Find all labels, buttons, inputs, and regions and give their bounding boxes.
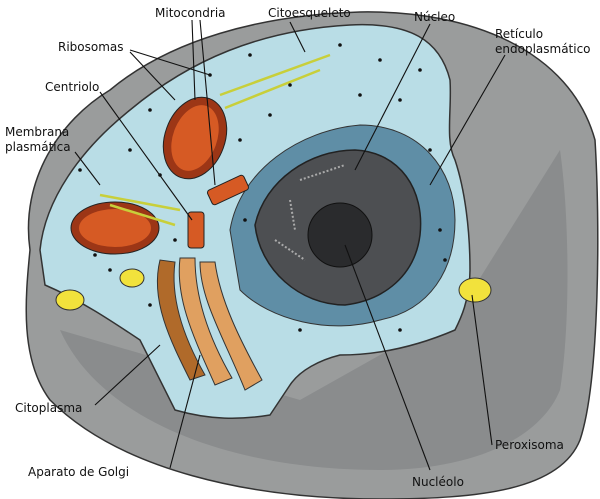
- label-nucleolus: Nucléolo: [412, 475, 464, 489]
- label-cytoplasm: Citoplasma: [15, 401, 82, 415]
- cytoskeleton-fibers: [99, 53, 331, 227]
- label-centriole: Centriolo: [45, 80, 99, 94]
- label-peroxisome: Peroxisoma: [495, 438, 564, 452]
- leader-ribosomes: [129, 49, 211, 101]
- chromatin: [274, 164, 346, 261]
- leader-mitochondria: [191, 19, 216, 186]
- leader-cytoplasm: [94, 344, 161, 406]
- peroxisome-3: [119, 268, 145, 288]
- centriole-1: [206, 174, 250, 206]
- label-golgi: Aparato de Golgi: [28, 465, 129, 479]
- leader-golgi: [169, 354, 201, 469]
- label-nucleus: Núcleo: [414, 10, 455, 24]
- label-ribosomes: Ribosomas: [58, 40, 124, 54]
- centriole-2: [187, 211, 205, 249]
- leader-cytoskeleton: [289, 21, 306, 53]
- peroxisome-2: [55, 289, 85, 311]
- leader-nucleus: [354, 23, 431, 171]
- golgi-apparatus: [156, 257, 263, 391]
- mitochondrion-2: [70, 201, 160, 255]
- label-er-line1: Retículo: [495, 27, 543, 41]
- mitochondrion-1: [162, 96, 228, 180]
- peroxisome-1: [458, 277, 492, 303]
- label-cytoskeleton: Citoesqueleto: [268, 6, 351, 20]
- label-er-line2: endoplasmático: [495, 42, 591, 56]
- leader-membrane: [74, 151, 101, 186]
- label-membrane-line1: Membrana: [5, 125, 69, 139]
- leader-nucleolus: [344, 244, 431, 471]
- leader-centriole: [99, 91, 193, 221]
- leader-peroxisome: [471, 294, 493, 446]
- label-mitochondria: Mitocondria: [155, 6, 226, 20]
- nucleolus: [307, 202, 373, 268]
- label-membrane-line2: plasmática: [5, 140, 71, 154]
- leader-er: [429, 54, 506, 186]
